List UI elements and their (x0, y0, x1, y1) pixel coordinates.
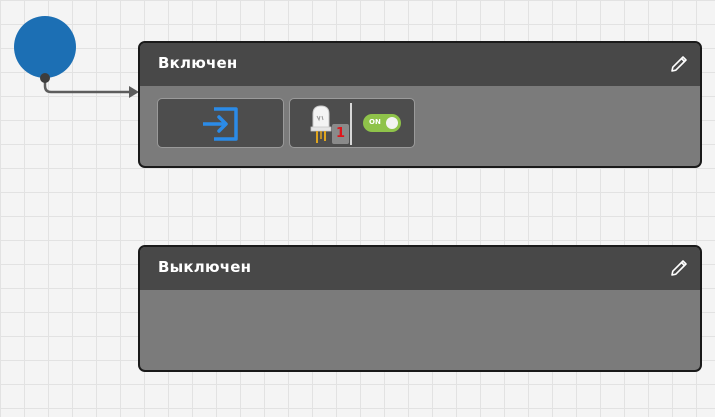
state-title: Включен (158, 54, 238, 72)
state-header: Включен (140, 43, 700, 86)
tile-divider (350, 103, 352, 145)
state-node-off[interactable]: Выключен (138, 245, 702, 372)
state-title: Выключен (158, 258, 252, 276)
pencil-icon[interactable] (668, 257, 690, 279)
led-toggle[interactable]: ON (363, 114, 401, 132)
led-badge: 1 (332, 124, 349, 144)
led-icon (310, 105, 332, 143)
start-node[interactable] (14, 16, 76, 78)
pencil-icon[interactable] (668, 53, 690, 75)
toggle-knob (386, 117, 398, 129)
action-led[interactable]: 1 ON (289, 98, 415, 148)
enter-icon (203, 107, 238, 141)
state-header: Выключен (140, 247, 700, 290)
state-node-on[interactable]: Включен (138, 41, 702, 168)
action-enter[interactable] (157, 98, 284, 148)
toggle-label: ON (369, 118, 381, 126)
